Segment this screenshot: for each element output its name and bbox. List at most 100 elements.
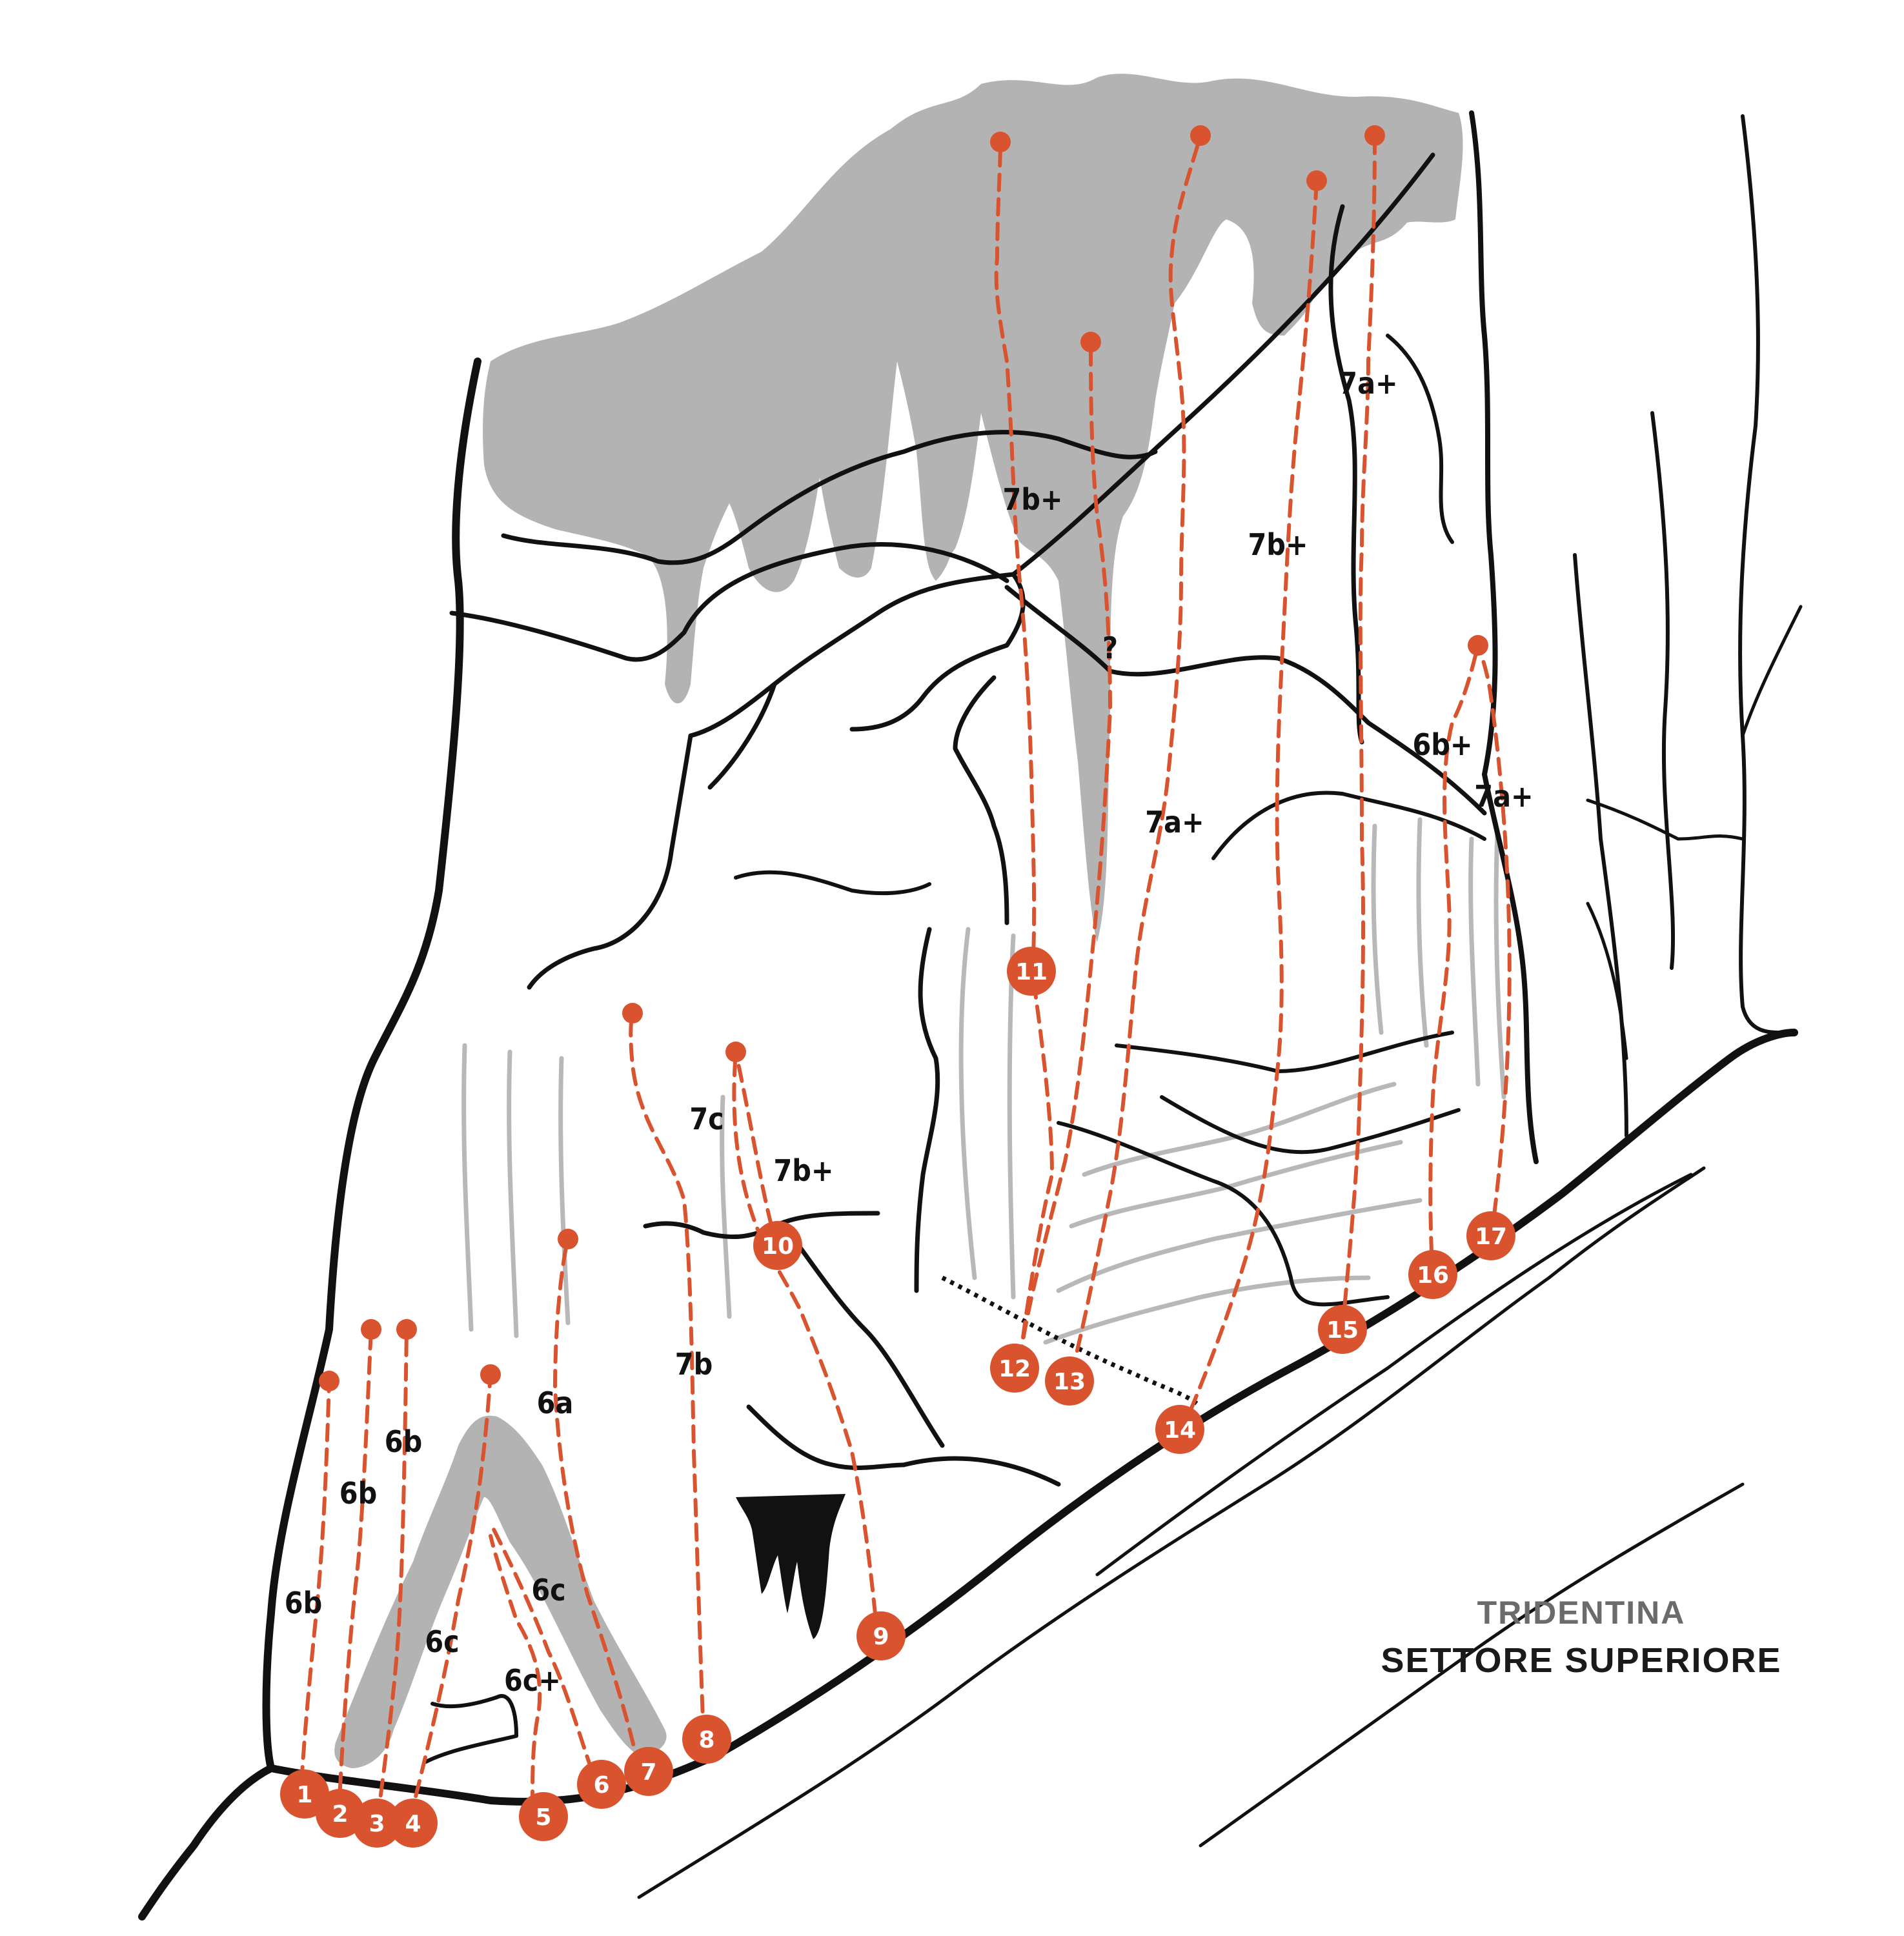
route-line [1428, 643, 1480, 1280]
route-badge-5: 5 [519, 1792, 568, 1841]
route-badge-9: 9 [856, 1611, 906, 1660]
route-grade-label: 7b+ [1248, 527, 1308, 562]
route-badge-circle [352, 1799, 401, 1848]
route-badge-15: 15 [1318, 1305, 1367, 1354]
traverse-line [941, 1275, 1202, 1409]
route-badge-circle [856, 1611, 906, 1660]
route-anchor-dot [1364, 125, 1385, 146]
route-badge-circle [316, 1789, 365, 1838]
route-line [1018, 340, 1113, 1364]
route-badge-circle [1466, 1211, 1515, 1260]
route-number-label: 11 [1015, 959, 1048, 985]
route-badge-circle [753, 1221, 802, 1270]
route-grade-label: 7a+ [1145, 805, 1204, 840]
route-badge-16: 16 [1408, 1250, 1457, 1299]
route-badge-circle [1007, 947, 1056, 996]
route-number-label: 10 [762, 1233, 794, 1260]
route-badge-13: 13 [1045, 1356, 1094, 1406]
route-grade-label: 7c [689, 1102, 724, 1136]
route-badge-12: 12 [990, 1344, 1039, 1393]
route-grade-label: 7a+ [1474, 779, 1533, 814]
route-grade-label: 6b [285, 1586, 322, 1620]
route-grade-label: 6c [531, 1573, 565, 1608]
route-line [337, 1327, 373, 1815]
route-badge-circle [389, 1799, 438, 1848]
climbing-routes [298, 125, 1512, 1822]
route-line [734, 1050, 780, 1251]
route-number-label: 2 [332, 1801, 348, 1828]
route-number-label: 6 [593, 1772, 609, 1799]
route-number-label: 14 [1164, 1417, 1196, 1444]
route-line [732, 1050, 880, 1641]
route-anchor-dot [1080, 332, 1101, 352]
route-grade-label: ? [1102, 630, 1118, 665]
route-badge-6: 6 [577, 1760, 626, 1809]
route-badge-8: 8 [682, 1715, 731, 1764]
route-grade-label: 6b+ [1412, 727, 1472, 762]
route-grade-label: 6a [537, 1386, 574, 1420]
route-number-label: 13 [1053, 1369, 1086, 1395]
route-anchor-dot [396, 1319, 417, 1340]
route-number-label: 17 [1475, 1224, 1507, 1250]
route-number-label: 8 [698, 1727, 714, 1753]
route-badge-17: 17 [1466, 1211, 1515, 1260]
route-line [376, 1327, 409, 1822]
route-line [489, 1521, 602, 1796]
route-anchor-dot [361, 1319, 381, 1340]
route-badge-10: 10 [753, 1221, 802, 1270]
route-grade-label: 6c [425, 1624, 459, 1659]
route-badge-7: 7 [624, 1747, 673, 1796]
route-badge-11: 11 [1007, 947, 1056, 996]
grey-rock-streaks [461, 817, 1506, 1345]
route-anchor-dot [622, 1003, 643, 1023]
sector-caption: TRIDENTINA SETTORE SUPERIORE [1330, 1594, 1833, 1680]
route-badge-circle [1318, 1305, 1367, 1354]
route-line [1341, 134, 1377, 1331]
route-line [552, 1237, 641, 1770]
crag-name: TRIDENTINA [1477, 1595, 1686, 1631]
route-grade-label: 7a+ [1339, 366, 1397, 401]
route-line [994, 140, 1055, 1364]
route-line [1069, 134, 1202, 1376]
route-grade-label: 6c+ [504, 1663, 561, 1698]
route-anchor-dot [319, 1371, 339, 1391]
route-line [489, 1534, 542, 1809]
route-number-label: 1 [296, 1782, 312, 1808]
route-badge-circle [1408, 1250, 1457, 1299]
route-badge-3: 3 [352, 1799, 401, 1848]
rock-outlines [138, 110, 1803, 1921]
route-anchor-dot [1306, 170, 1327, 191]
route-anchor-dot [990, 132, 1011, 152]
small-roof-stalactites [736, 1494, 846, 1639]
route-badge-circle [990, 1344, 1039, 1393]
route-number-label: 12 [998, 1356, 1031, 1382]
route-number-label: 3 [369, 1811, 385, 1837]
route-number-label: 4 [405, 1811, 421, 1837]
route-line [629, 1011, 705, 1738]
route-badge-circle [624, 1747, 673, 1796]
route-badge-circle [1045, 1356, 1094, 1406]
route-line [408, 1373, 492, 1822]
route-number-label: 15 [1326, 1317, 1359, 1344]
route-line [1179, 179, 1319, 1435]
sector-name: SETTORE SUPERIORE [1381, 1641, 1782, 1680]
route-grade-label: 6b [339, 1476, 377, 1511]
route-badge-circle [1155, 1405, 1204, 1454]
route-number-label: 7 [640, 1759, 656, 1786]
grade-labels: 6b6b6b6c6c+6c6a7b7c7b+7b+?7a+7b+7a+6b+7a… [285, 366, 1534, 1698]
route-number-label: 5 [535, 1804, 551, 1831]
route-grade-label: 7b+ [773, 1153, 833, 1188]
route-badge-2: 2 [316, 1789, 365, 1838]
route-grade-label: 7b+ [1002, 482, 1062, 517]
route-line [1476, 643, 1512, 1241]
route-badge-14: 14 [1155, 1405, 1204, 1454]
route-line [298, 1379, 331, 1809]
lower-arch-shading [334, 1415, 667, 1768]
route-badge-circle [577, 1760, 626, 1809]
route-anchor-dot [1190, 125, 1211, 146]
route-anchor-dot [558, 1229, 578, 1249]
route-badge-4: 4 [389, 1799, 438, 1848]
upper-overhang-shading [483, 74, 1463, 942]
